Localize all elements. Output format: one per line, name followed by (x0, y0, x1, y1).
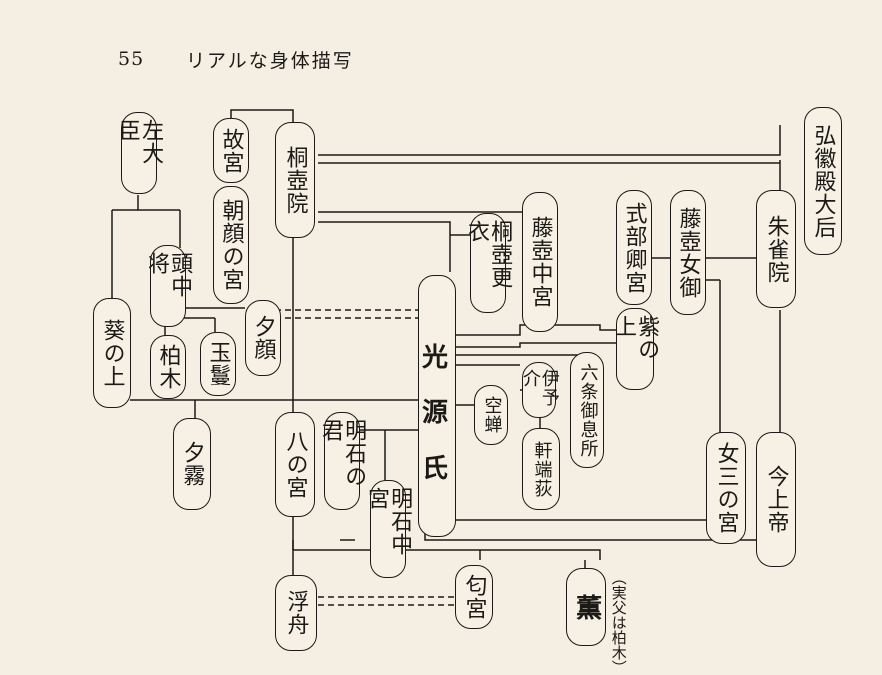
node-kokiden: 弘徽殿大后 (804, 107, 842, 255)
node-kashiwagi: 柏木 (150, 335, 186, 399)
node-kiritsubo-koi: 桐壺更衣 (464, 213, 512, 313)
node-hikaru-3: 氏 (422, 454, 449, 484)
node-iyonosuke: 伊予介 (520, 362, 560, 418)
node-kaoru: 薫 (566, 568, 606, 646)
node-akashi: 明石の君 (318, 412, 366, 510)
node-aoi: 葵の上 (93, 298, 131, 408)
page-title: リアルな身体描写 (186, 50, 354, 72)
node-kaoru-note: （実父は柏木） (609, 570, 628, 675)
node-koguu: 故宮 (213, 118, 249, 183)
node-kiritsubo: 桐壺院 (275, 122, 315, 238)
node-asagao: 朝顔の宮 (213, 186, 249, 304)
node-akashi-chugu: 明石中宮 (364, 480, 412, 578)
node-shikibukyo: 式部卿宮 (616, 190, 652, 305)
node-suzaku: 朱雀院 (756, 190, 796, 308)
node-murasaki: 紫の上 (611, 308, 659, 390)
node-ukifune: 浮舟 (275, 575, 317, 651)
node-fujitsubo: 藤壺中宮 (522, 192, 558, 332)
node-rokujo: 六条御息所 (570, 352, 604, 468)
node-hikaru-2: 源 (422, 398, 449, 428)
page-number: 55 (118, 48, 145, 70)
node-hikaru-1: 光 (422, 343, 449, 373)
node-onna-sannomiya: 女三の宮 (706, 432, 746, 544)
node-nokibanoogi: 軒端荻 (522, 428, 560, 510)
node-kinjo: 今上帝 (756, 432, 796, 567)
node-sadaijin: 左大臣 (115, 112, 163, 194)
node-fujitsubo-nyogo: 藤壺女御 (670, 190, 706, 315)
node-hachinomiya: 八の宮 (275, 412, 315, 517)
node-niou: 匂宮 (455, 565, 493, 629)
node-hikaru (418, 275, 456, 537)
node-yugiri: 夕霧 (173, 418, 211, 510)
node-tonochujo: 頭中将 (144, 245, 192, 327)
node-yugao: 夕顔 (245, 300, 281, 376)
node-utsusemi: 空蝉 (474, 385, 508, 445)
node-tamakazura: 玉鬘 (200, 332, 236, 396)
